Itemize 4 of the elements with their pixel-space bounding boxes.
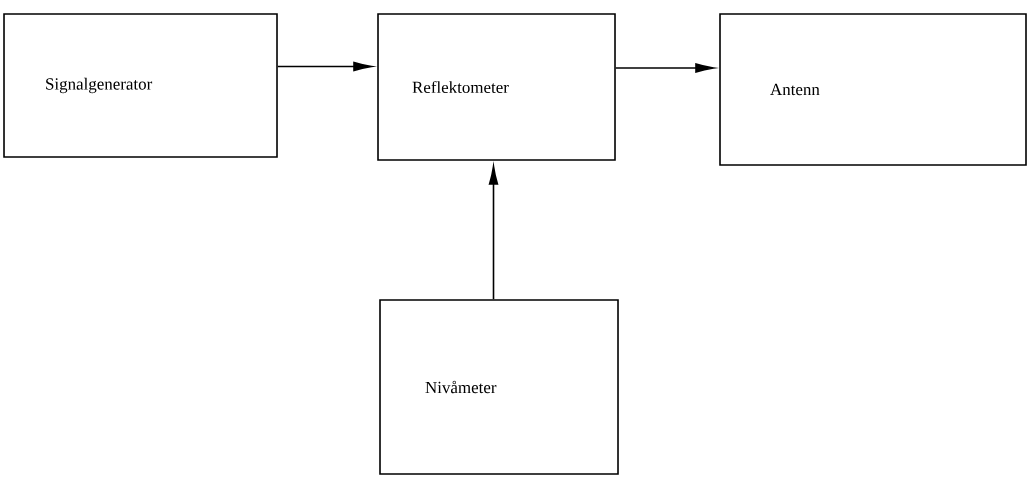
block-box: Antenn bbox=[719, 13, 1027, 166]
block-box: Nivåmeter bbox=[379, 299, 619, 475]
block-box: Signalgenerator bbox=[3, 13, 278, 158]
block-box: Reflektometer bbox=[377, 13, 616, 161]
